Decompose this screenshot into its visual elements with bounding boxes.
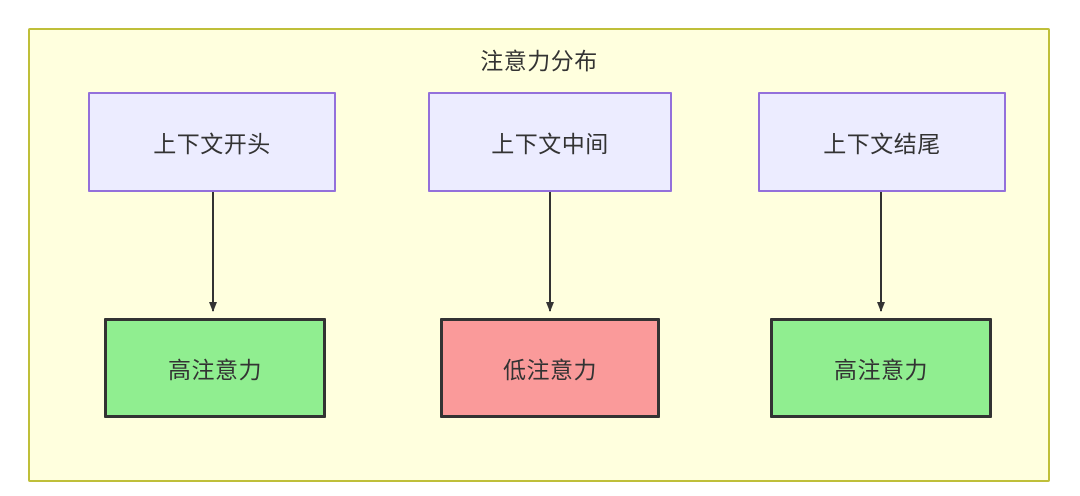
node-label: 低注意力 xyxy=(503,357,597,383)
node-attention-middle[interactable]: 低注意力 xyxy=(440,318,660,418)
subgraph-title: 注意力分布 xyxy=(480,48,598,74)
node-label: 上下文中间 xyxy=(491,131,609,157)
node-label: 上下文结尾 xyxy=(823,131,941,157)
node-attention-start[interactable]: 高注意力 xyxy=(104,318,326,418)
node-context-middle[interactable]: 上下文中间 xyxy=(428,92,672,192)
node-label: 高注意力 xyxy=(834,357,928,383)
node-context-end[interactable]: 上下文结尾 xyxy=(758,92,1006,192)
node-attention-end[interactable]: 高注意力 xyxy=(770,318,992,418)
node-label: 高注意力 xyxy=(168,357,262,383)
node-label: 上下文开头 xyxy=(153,131,271,157)
node-context-start[interactable]: 上下文开头 xyxy=(88,92,336,192)
